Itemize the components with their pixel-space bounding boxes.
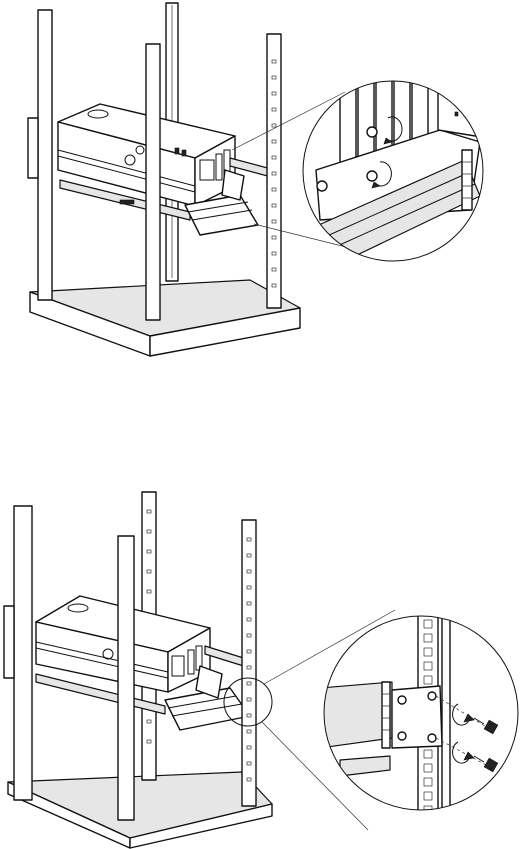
rack-install-illustration-bottom — [0, 420, 526, 849]
rack-post-rear-right — [267, 34, 281, 308]
rack-post-front-left — [4, 506, 32, 800]
detail-magnifier-top — [300, 66, 500, 270]
detail-magnifier-bottom — [320, 600, 520, 820]
rack-post-front-left — [28, 10, 52, 300]
diagram-panel-top — [0, 0, 526, 360]
rack-base — [8, 772, 272, 848]
rack-post-front-middle — [118, 536, 134, 820]
rack-post-front-middle — [146, 44, 160, 320]
rack-install-illustration-top — [0, 0, 526, 360]
rack-base — [30, 280, 300, 356]
rack-post-rear-right — [242, 520, 256, 806]
diagram-panel-bottom — [0, 420, 526, 849]
